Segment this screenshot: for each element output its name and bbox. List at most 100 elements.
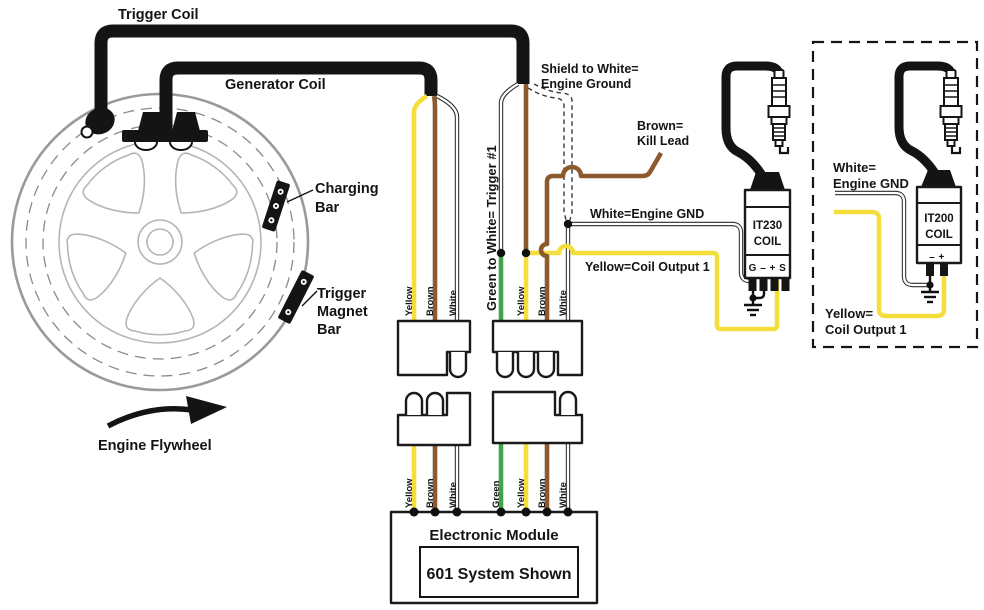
wire-tag: Yellow xyxy=(404,478,415,508)
flywheel-spoke-cutouts xyxy=(66,152,254,336)
dashed-border xyxy=(811,40,979,349)
trigger-coil xyxy=(80,107,115,139)
module-subtitle: 601 System Shown xyxy=(427,566,572,583)
connector1-lower xyxy=(396,391,472,447)
hub-inner xyxy=(146,228,174,256)
shield-label-line1: Shield to White= xyxy=(541,62,639,76)
brown-kill-lead-wire xyxy=(538,151,663,321)
wire-tag: Yellow xyxy=(404,286,415,316)
it200-option-box: IT200 COIL – + White= Engine GND Yellow=… xyxy=(811,40,979,349)
module-title: Electronic Module xyxy=(429,527,558,544)
connector-pin xyxy=(536,352,556,379)
coil-pin-s xyxy=(781,278,790,291)
it200-boot xyxy=(921,170,956,187)
module-terminal-dot xyxy=(542,507,552,517)
it230-boot xyxy=(750,172,785,190)
it200-yellow-output-wire xyxy=(834,209,947,319)
connector1-upper xyxy=(396,319,472,377)
annotations: Trigger Coil Generator Coil Charging Bar… xyxy=(98,7,710,508)
charging-bar-label-line2: Bar xyxy=(315,200,340,216)
yellow-output-label: Yellow=Coil Output 1 xyxy=(585,260,710,274)
green-trigger-label: Green to White= Trigger #1 xyxy=(484,145,499,311)
wire-harness xyxy=(411,82,780,512)
coil-pin-minus xyxy=(759,278,768,291)
spoke-cutout xyxy=(82,152,146,214)
trigger-magnet-bar-label-line3: Bar xyxy=(317,322,342,338)
rotation-arrow-curve xyxy=(106,405,193,429)
wire-tag: Brown xyxy=(537,286,548,316)
wire-tag: Brown xyxy=(537,478,548,508)
connector-pin xyxy=(495,352,515,379)
gnd-link xyxy=(756,288,766,300)
coil-pin-plus xyxy=(770,278,779,291)
white-engine-gnd-wire-core xyxy=(568,222,752,283)
ground-symbol xyxy=(921,285,939,304)
kill-lead-label-line1: Brown= xyxy=(637,119,683,133)
it200-coil-box xyxy=(915,185,963,265)
junction-shield-white xyxy=(563,219,573,229)
it230-ht-lead xyxy=(721,61,784,187)
wire-tag: Green xyxy=(491,480,502,508)
it200-yellow-label-line2: Coil Output 1 xyxy=(825,322,907,337)
engine-flywheel xyxy=(10,92,314,429)
white-wire-generator xyxy=(435,94,460,321)
module-inner-box xyxy=(419,546,579,598)
trigger-coil-cable xyxy=(94,24,530,121)
coil-pin-plus xyxy=(940,263,948,276)
connector-pin xyxy=(448,352,468,379)
connector2-lower xyxy=(491,390,584,445)
it230-coil-circuit: IT230 COIL G – + S xyxy=(721,61,792,317)
wire-tag: Brown xyxy=(425,478,436,508)
module-terminal-dot xyxy=(430,507,440,517)
it200-yellow-label-line1: Yellow= xyxy=(825,306,873,321)
module-terminal-dot xyxy=(496,507,506,517)
wire-tag: White xyxy=(558,482,569,508)
connector-pin xyxy=(404,391,424,415)
module-terminal-dot xyxy=(409,507,419,517)
connector-pin xyxy=(558,390,578,415)
generator-coil-cable xyxy=(159,61,438,130)
coil-pin-minus xyxy=(926,263,934,276)
wire-tag: White xyxy=(448,482,459,508)
it200-white-gnd-wire-core xyxy=(835,191,928,287)
it200-white-label-line2: Engine GND xyxy=(833,176,909,191)
trigger-coil-label: Trigger Coil xyxy=(118,7,199,23)
connector-pin xyxy=(425,391,445,415)
brown-wire-generator xyxy=(431,95,438,321)
connector-pin xyxy=(516,352,536,379)
module-terminal-dot xyxy=(563,507,573,517)
yellow-coil-output-wire xyxy=(526,243,780,332)
wire-tag: Yellow xyxy=(516,478,527,508)
spoke-cutout xyxy=(193,233,254,301)
kill-lead-label-line2: Kill Lead xyxy=(637,134,689,148)
engine-flywheel-label: Engine Flywheel xyxy=(98,438,212,454)
module-terminal-dot xyxy=(521,507,531,517)
spoke-cutout xyxy=(66,233,127,301)
spoke-cutout xyxy=(174,152,238,214)
junction-yellow-brown xyxy=(521,248,531,258)
trigger-magnet-bar-leader xyxy=(301,290,318,307)
white-wire-generator-core xyxy=(436,94,459,321)
charging-bar-leader xyxy=(286,189,314,203)
generator-coil-label: Generator Coil xyxy=(225,77,326,93)
trigger-magnet-bar-label-line2: Magnet xyxy=(317,304,368,320)
wire-tag: Yellow xyxy=(516,286,527,316)
electronic-module: Electronic Module 601 System Shown xyxy=(389,507,599,605)
charging-bar xyxy=(262,180,290,232)
wire-tag: White xyxy=(558,290,569,316)
ground-symbol xyxy=(744,298,762,317)
rotation-arrow-head xyxy=(186,396,227,424)
yellow-wire-generator xyxy=(411,94,429,321)
connectors xyxy=(396,319,584,447)
it200-name: IT200 xyxy=(924,213,953,225)
wire-tag: Brown xyxy=(425,286,436,316)
spark-plug xyxy=(939,69,963,155)
module-terminal-dot xyxy=(452,507,462,517)
coil-pin-g xyxy=(748,278,757,291)
it200-type: COIL xyxy=(925,229,952,241)
it230-type: COIL xyxy=(754,236,781,248)
shield-tube xyxy=(527,83,573,221)
charging-bar-label-line1: Charging xyxy=(315,181,379,197)
